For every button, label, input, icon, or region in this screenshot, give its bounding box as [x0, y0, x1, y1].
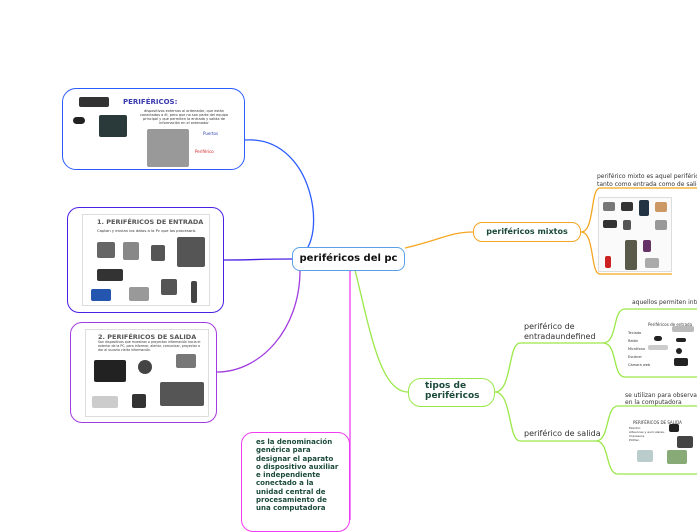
mixtos-desc-line2: tanto como entrada como de salida — [597, 181, 697, 188]
keyboard-image — [79, 97, 109, 107]
connector-lines — [216, 139, 697, 520]
tipos-label: tipos de periféricos — [425, 381, 480, 401]
salida-slide-title: 2. PERIFÉRICOS DE SALIDA — [98, 333, 197, 341]
salida-image-node[interactable]: 2. PERIFÉRICOS DE SALIDA Son dispositivo… — [70, 322, 217, 423]
salida-img-item: Monitor. — [629, 426, 642, 430]
camcorder-image — [161, 279, 177, 295]
mouse-image — [73, 117, 85, 124]
definition-text: es la denominación genérica para designa… — [256, 438, 339, 513]
salida-desc-line1: se utilizan para observar o — [625, 392, 697, 399]
speakers-image — [132, 394, 146, 408]
salida-types-image: PERIFÉRICOS DE SALIDA Monitor. Altavoces… — [625, 414, 697, 472]
label-puertos: Puertos — [203, 131, 219, 136]
entrada-img-item: Escáner — [628, 355, 642, 359]
entrada-img-item: Cámara web — [628, 363, 651, 367]
mouse-image — [97, 242, 115, 258]
salida-branch-label[interactable]: periférico de salida — [524, 429, 601, 438]
entrada-types-image: Periféricos de entrada Teclado Ratón Mic… — [622, 318, 697, 374]
entrada-img-item: Micrófono — [628, 347, 646, 351]
entrada-slide-title: 1. PERIFÉRICOS DE ENTRADA — [97, 218, 204, 226]
monitor-image — [94, 360, 126, 382]
port-image — [147, 129, 189, 167]
microphone-image — [191, 281, 197, 303]
perifericos-image-node[interactable]: PERIFÉRICOS: dispositivos externos al or… — [62, 88, 245, 170]
salida-img-item: Plotter. — [629, 438, 640, 442]
entrada-branch-label-1[interactable]: periférico de — [524, 322, 575, 331]
mixtos-image — [598, 197, 672, 272]
tipos-node[interactable]: tipos de periféricos — [408, 378, 495, 407]
plotter-image — [160, 382, 204, 406]
entrada-branch-label-2[interactable]: entradaundefined — [524, 332, 596, 341]
printer-image — [176, 354, 196, 368]
scanner-image — [177, 237, 205, 267]
mixtos-desc-line1: periférico mixto es aquel periférico q — [597, 173, 697, 180]
entrada-slide-subtitle: Captan y envían los datos a la Pc que lo… — [97, 228, 197, 233]
salida-slide: 2. PERIFÉRICOS DE SALIDA Son dispositivo… — [85, 329, 209, 417]
gamepad-image — [91, 289, 111, 301]
definition-node[interactable]: es la denominación genérica para designa… — [241, 432, 350, 532]
perifericos-text: dispositivos externos al ordenador, que … — [139, 109, 229, 125]
entrada-desc: aquellos permiten intro — [632, 299, 697, 306]
entrada-img-item: Ratón — [628, 339, 639, 343]
entrada-img-title: Periféricos de entrada — [648, 322, 693, 327]
salida-slide-subtitle: Son dispositivos que muestran o proyecta… — [98, 340, 201, 352]
entrada-img-item: Teclado — [628, 331, 642, 335]
headphones-image — [138, 360, 152, 374]
salida-img-item: Impresora. — [629, 434, 646, 438]
barcode-scanner-image — [123, 242, 139, 260]
projector-image — [92, 396, 118, 408]
perifericos-title: PERIFÉRICOS: — [123, 98, 178, 106]
webcam-image — [151, 245, 165, 261]
entrada-slide: 1. PERIFÉRICOS DE ENTRADA Captan y envía… — [82, 214, 210, 306]
label-periferico: Periférico — [195, 149, 214, 154]
salida-img-title: PERIFÉRICOS DE SALIDA — [633, 420, 682, 425]
entrada-image-node[interactable]: 1. PERIFÉRICOS DE ENTRADA Captan y envía… — [67, 207, 224, 313]
printer-image — [99, 115, 127, 137]
camera-image — [129, 287, 149, 301]
salida-img-item: Altavoces y auriculares. — [629, 430, 665, 434]
salida-desc-line2: en la computadora — [625, 399, 682, 406]
mixtos-node[interactable]: periféricos mixtos — [473, 222, 581, 242]
central-topic[interactable]: periféricos del pc — [292, 247, 405, 271]
keyboard-image — [97, 269, 123, 281]
